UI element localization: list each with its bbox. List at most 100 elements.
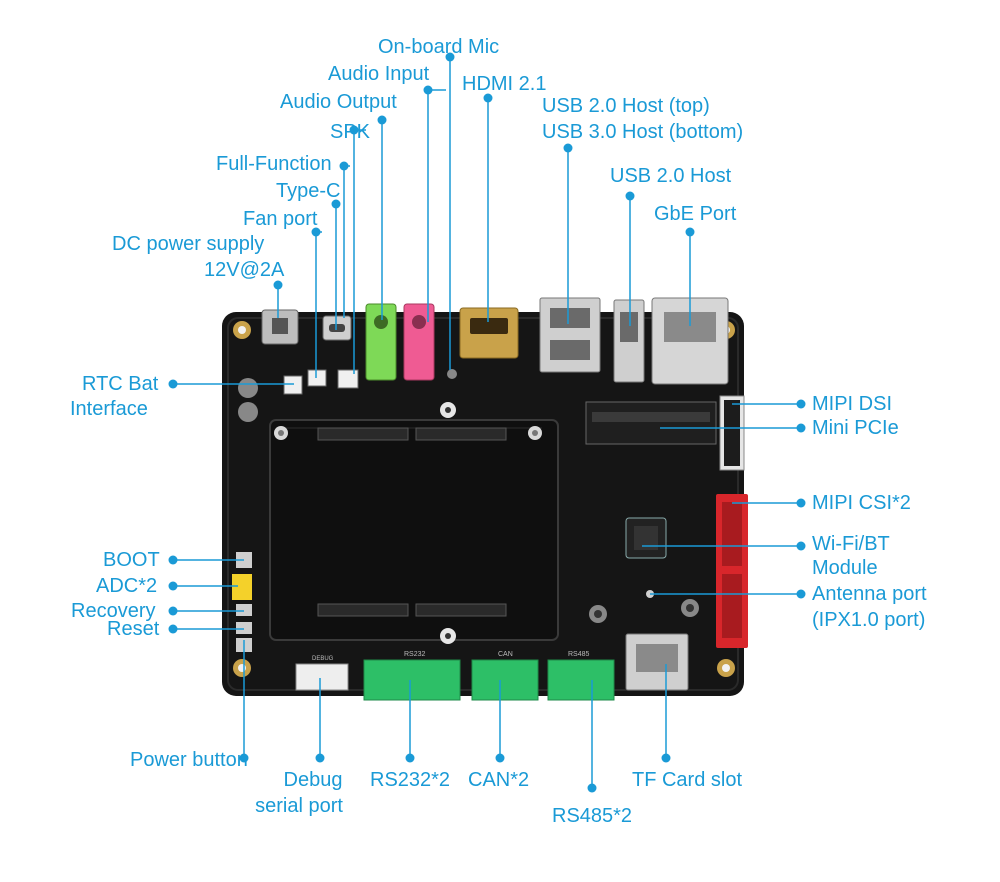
label-type-c: Type-C [276,180,341,202]
debug-header [295,663,349,691]
mounting-holes [233,321,735,677]
audio-input-jack [403,303,435,381]
label-mipi-dsi: MIPI DSI [812,393,893,415]
rs232-terminal [363,659,461,701]
rtc-connector [283,375,303,395]
label-wifi-module: Module [812,557,878,579]
dot-audio-output [377,115,387,125]
dot-audio-input [423,85,433,95]
label-wifi-bt: Wi-Fi/BT [812,533,890,555]
dot-recovery [168,606,178,616]
rs485-terminal [547,659,615,701]
usb-top-port [550,308,590,328]
label-onboard-mic: On-board Mic [378,36,500,58]
dot-wifi [796,541,806,551]
dot-fan [311,227,321,237]
dot-rtc [168,379,178,389]
mipi-dsi-slot [724,400,740,466]
dot-mini-pcie [796,423,806,433]
label-hdmi: HDMI 2.1 [462,73,547,95]
label-power-button: Power button [130,749,248,771]
core-module-area [269,402,559,644]
label-tf-card: TF Card slot [632,769,743,791]
dot-hdmi [483,93,493,103]
dot-spk [349,125,359,135]
label-rtc-interface: Interface [70,398,148,420]
dot-type-c [339,161,349,171]
dot-mipi-dsi [796,399,806,409]
label-debug: Debug [283,769,343,791]
audio-input-hole [412,315,426,329]
dot-dc [273,280,283,290]
label-adc: ADC*2 [96,575,158,597]
label-can: CAN*2 [468,769,530,791]
label-audio-output: Audio Output [280,91,397,113]
dot-rs485 [587,783,597,793]
dot-boot [168,555,178,565]
mipi-csi-slot-2 [722,574,742,638]
label-spk: SPK [330,121,371,143]
label-serial-port: serial port [255,795,343,817]
recovery-button [236,604,252,616]
usb2-port [620,312,638,342]
dot-usb-stack [563,143,573,153]
dot-adc [168,581,178,591]
adc-connector [232,574,252,600]
mini-pcie-slot [585,401,717,445]
dot-can [495,753,505,763]
silk-rs232: RS232 [404,651,426,658]
fan-connector [307,369,327,387]
can-terminal [471,659,539,701]
type-c-slot [329,324,345,332]
dot-onboard-mic [445,52,455,62]
label-usb2-host: USB 2.0 Host [610,165,732,187]
dot-antenna [796,589,806,599]
dot-tf [661,753,671,763]
label-usb-top: USB 2.0 Host (top) [542,95,710,117]
label-rs232: RS232*2 [370,769,451,791]
label-rs485: RS485*2 [552,805,633,827]
audio-output-jack [365,303,397,381]
dot-gbe [685,227,695,237]
audio-output-hole [374,315,388,329]
callout-dots [168,52,806,793]
label-dc-voltage: 12V@2A [204,259,285,281]
tf-card-inner [636,644,678,672]
usb-bottom-port [550,340,590,360]
capacitor [238,378,258,398]
label-reset: Reset [107,618,160,640]
reset-button [236,622,252,634]
spk-connector [337,369,359,389]
dot-reset [168,624,178,634]
label-full-function: Full-Function [216,153,332,175]
label-gbe-port: GbE Port [654,203,737,225]
onboard-mic [447,369,457,379]
label-antenna-port: Antenna port [812,583,927,605]
dot-type-c-2 [331,199,341,209]
capacitor [238,402,258,422]
label-usb-bottom: USB 3.0 Host (bottom) [542,121,744,143]
mini-pcie-contacts [592,412,710,422]
dot-power [239,753,249,763]
label-rtc-bat: RTC Bat [82,373,159,395]
dot-debug [315,753,325,763]
dot-usb2 [625,191,635,201]
label-mini-pcie: Mini PCIe [812,417,899,439]
silk-debug: DEBUG [312,656,334,662]
label-recovery: Recovery [71,600,156,622]
mipi-csi-slot-1 [722,502,742,566]
silk-can: CAN [498,651,513,658]
dot-rs232 [405,753,415,763]
label-audio-input: Audio Input [328,63,430,85]
dc-jack-pin [272,318,288,334]
label-dc-power: DC power supply [112,233,265,255]
label-boot: BOOT [103,549,160,571]
silk-rs485: RS485 [568,651,590,658]
label-mipi-csi: MIPI CSI*2 [812,492,911,514]
dot-mipi-csi [796,498,806,508]
label-fan-port: Fan port [243,208,318,230]
label-antenna-type: (IPX1.0 port) [812,609,926,631]
hdmi-slot [470,318,508,334]
